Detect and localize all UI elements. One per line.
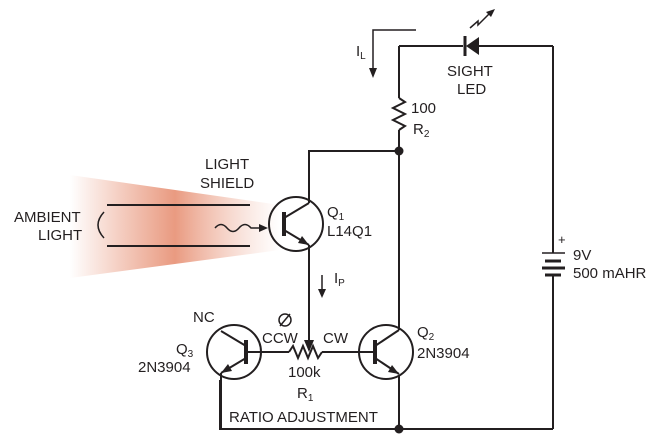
q2-collector (374, 329, 400, 347)
q3-collector (220, 330, 247, 347)
light-arrow-head (259, 224, 268, 232)
q1-ref: Q1 (327, 204, 345, 223)
ip-arrow-head (318, 289, 326, 298)
shield-label-2: SHIELD (200, 175, 254, 192)
r1-value: 100k (288, 364, 321, 381)
q3-emitter-arrow (221, 364, 232, 373)
ambient-light-beam (70, 175, 280, 278)
led-label-1: SIGHT (447, 63, 493, 80)
ambient-bracket (97, 211, 105, 239)
adjust-screw-slot (279, 313, 291, 327)
cw-label: CW (323, 330, 349, 347)
ambient-label-1: AMBIENT (14, 209, 81, 226)
nc-label: NC (193, 309, 215, 326)
led-icon (466, 37, 479, 55)
led-label-2: LED (457, 81, 486, 98)
r1-resistor (288, 343, 323, 361)
q1-collector (283, 202, 310, 219)
r1-wiper-arrow (304, 340, 314, 352)
junction-bottom (394, 424, 404, 434)
q1-emitter-arrow (298, 236, 309, 245)
q2-part: 2N3904 (417, 345, 470, 362)
il-label: IL (356, 43, 366, 62)
r2-value: 100 (411, 100, 436, 117)
shield-label-1: LIGHT (205, 156, 249, 173)
q1-part: L14Q1 (327, 223, 372, 240)
ccw-label: CCW (262, 330, 299, 347)
ratio-adjustment-label: RATIO ADJUSTMENT (229, 409, 378, 426)
r2-resistor (390, 97, 408, 131)
led-emission-icon (469, 12, 491, 29)
led-emission-arrow (486, 9, 495, 17)
q3-part: 2N3904 (138, 359, 191, 376)
battery-plus: + (558, 232, 566, 247)
r1-ref: R1 (297, 385, 314, 404)
adjust-screw-icon (278, 313, 292, 327)
battery-voltage: 9V (573, 247, 591, 264)
battery-capacity: 500 mAHR (573, 265, 647, 282)
q1-body (268, 196, 324, 252)
q2-emitter-arrow (388, 365, 399, 374)
il-arrow-head (369, 68, 377, 78)
junction-top (394, 146, 404, 156)
r2-ref: R2 (413, 121, 430, 140)
ip-label: IP (334, 270, 345, 289)
q3-ref: Q3 (176, 341, 194, 360)
q2-body (358, 324, 414, 380)
ambient-label-2: LIGHT (38, 227, 82, 244)
q2-ref: Q2 (417, 324, 435, 343)
light-wave-icon (214, 223, 261, 233)
wire-q1-collector (308, 150, 399, 203)
il-arrow (372, 29, 416, 72)
